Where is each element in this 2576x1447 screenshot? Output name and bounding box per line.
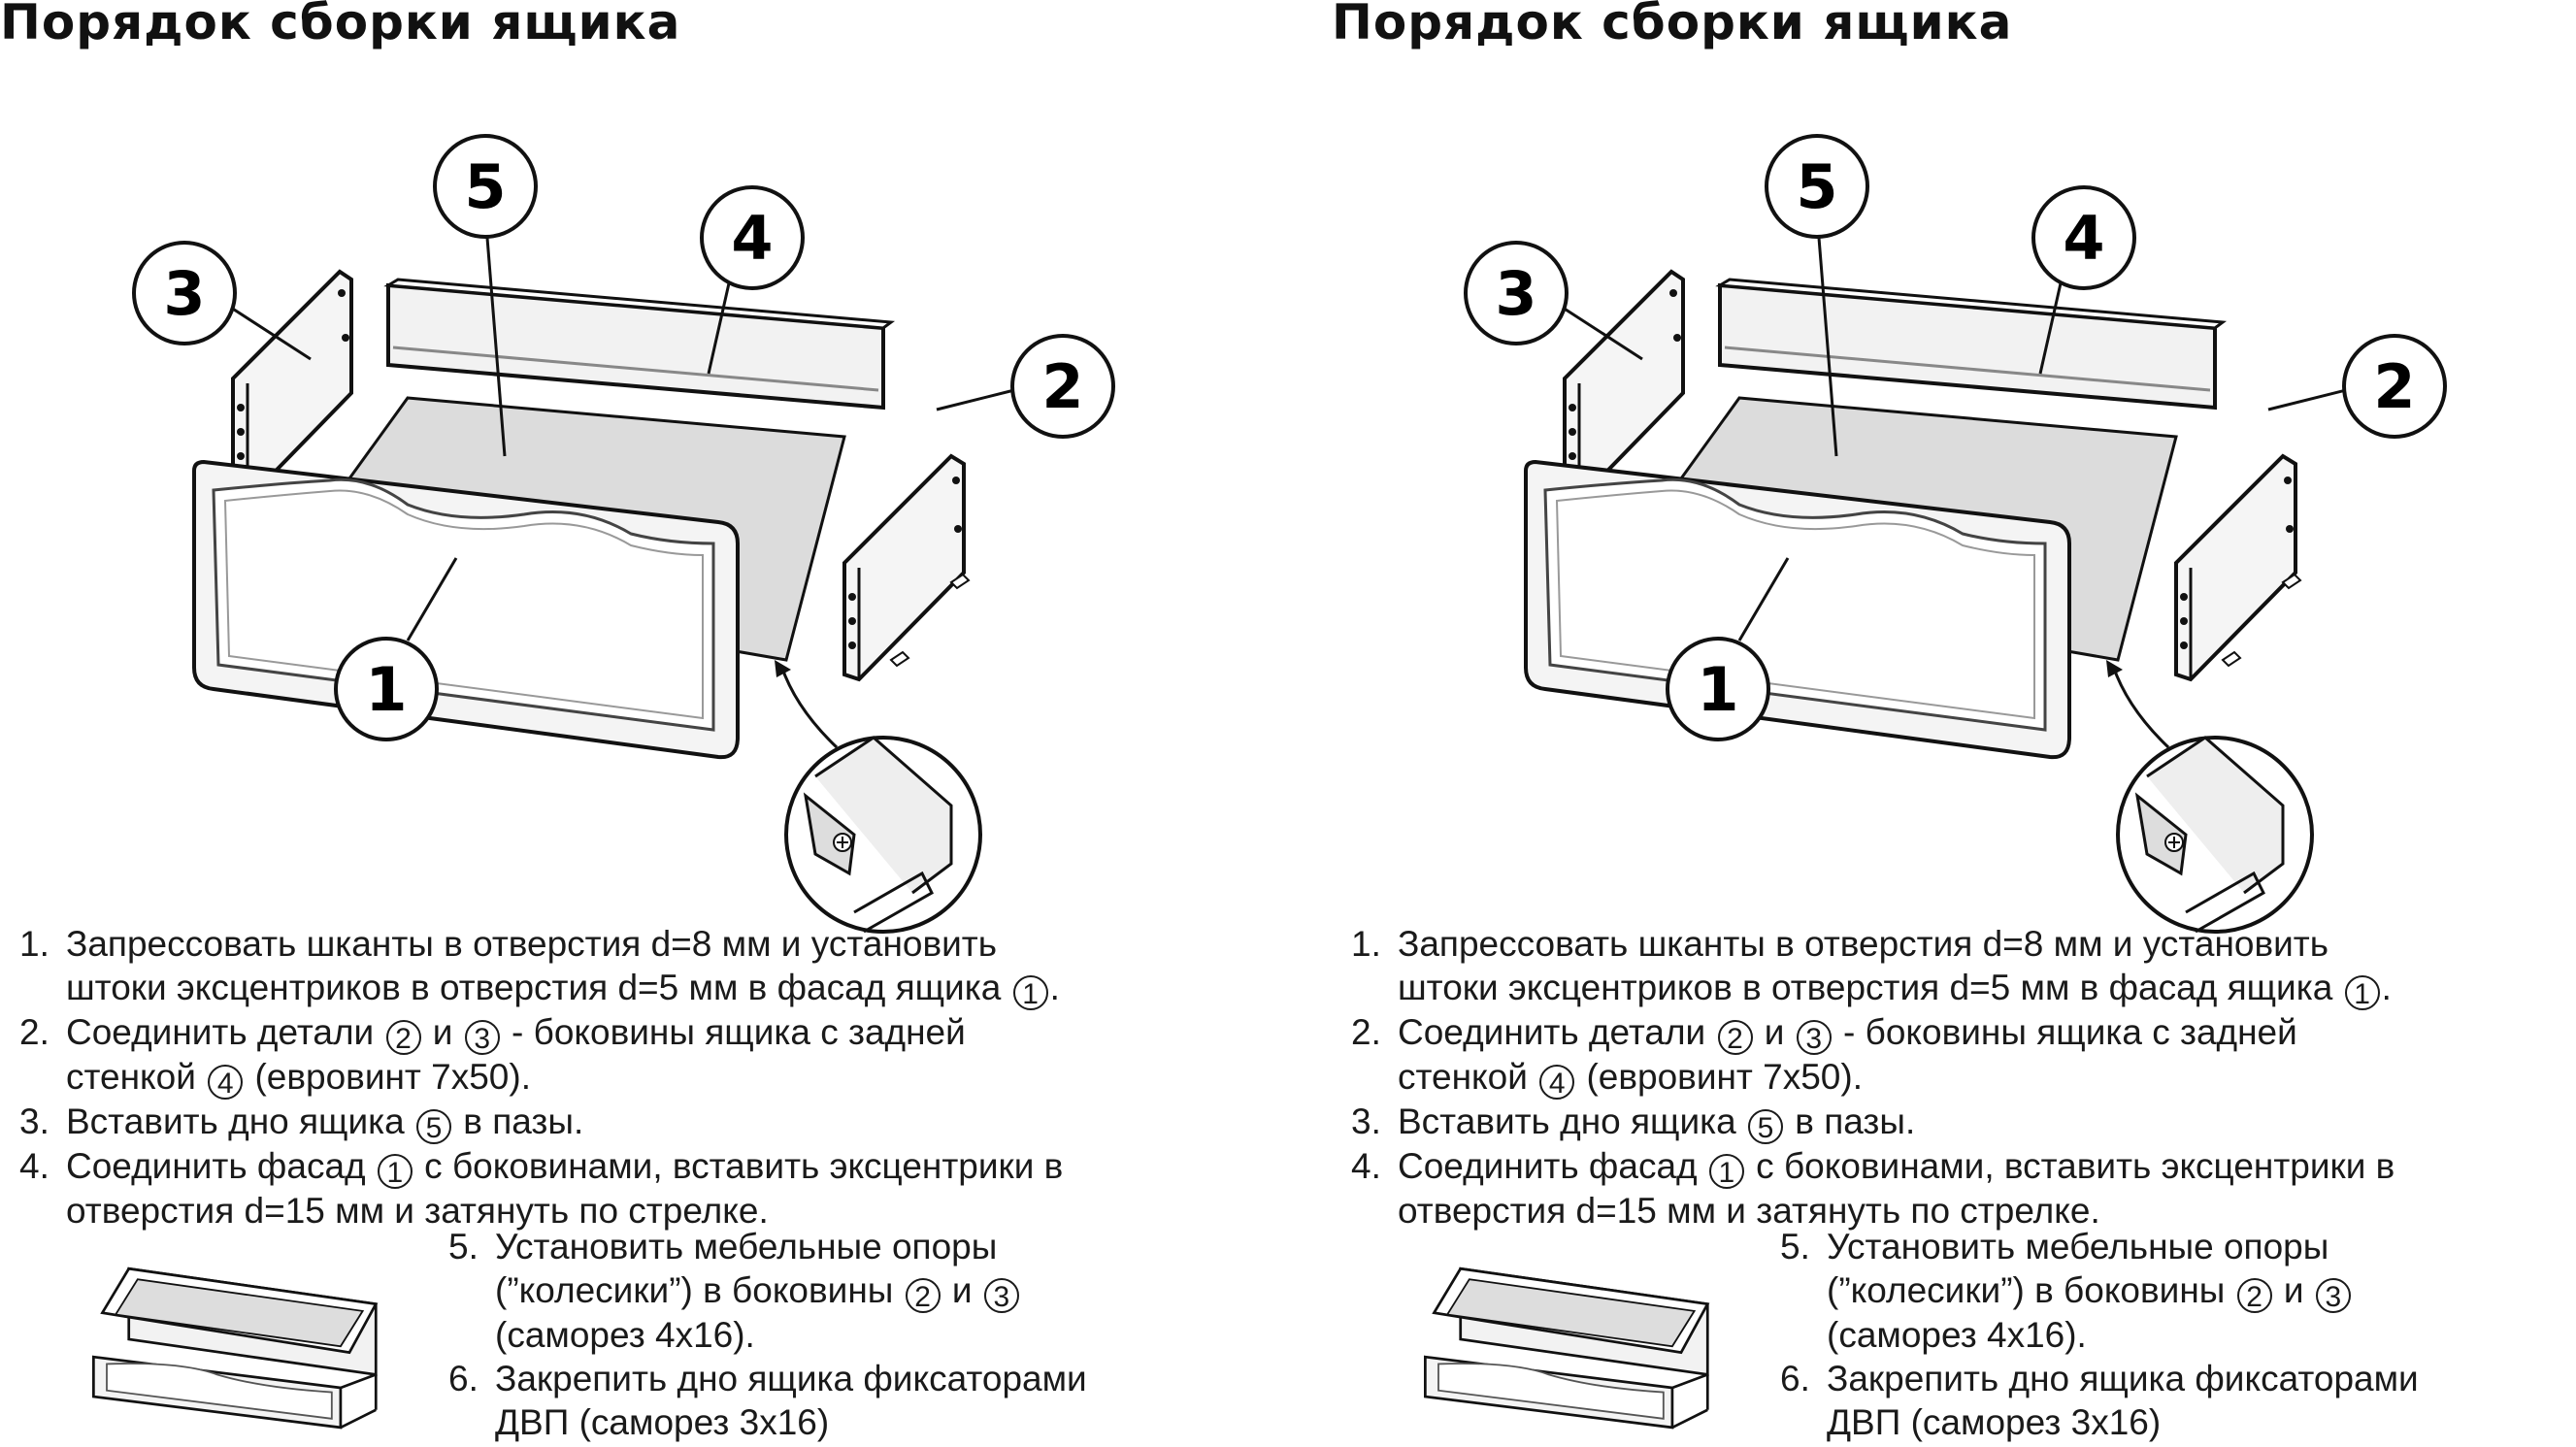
svg-text:1: 1 bbox=[1697, 654, 1738, 725]
part-ref-1: 1 bbox=[2344, 975, 2380, 1010]
assembled-drawer-illustration bbox=[91, 1266, 378, 1430]
part-ref-3: 3 bbox=[464, 1020, 500, 1055]
callout-4: 4 bbox=[700, 185, 805, 290]
panel-left: Порядок сборки ящика 1 2 3 4 5 1. Запрес… bbox=[0, 0, 1233, 1447]
drawer-assembly-diagram: 1 2 3 4 5 bbox=[1464, 134, 2447, 934]
step-2: 2. Соединить детали 2 и 3 - боковины ящи… bbox=[1351, 1012, 2297, 1100]
step-4: 4. Соединить фасад 1 с боковинами, встав… bbox=[19, 1146, 1064, 1231]
part-ref-1: 1 bbox=[1708, 1154, 1744, 1189]
svg-text:1: 1 bbox=[365, 654, 407, 725]
svg-text:4: 4 bbox=[731, 203, 773, 274]
svg-text:3: 3 bbox=[163, 258, 205, 329]
steps-list: 1. Запрессовать шканты в отверстия d=8 м… bbox=[19, 922, 1242, 1233]
part-ref-2: 2 bbox=[905, 1278, 941, 1313]
assembled-drawer-illustration bbox=[1424, 1266, 1709, 1430]
part-ref-1: 1 bbox=[377, 1154, 413, 1189]
callout-1: 1 bbox=[334, 637, 439, 741]
callout-5: 5 bbox=[433, 134, 538, 239]
step-4: 4. Соединить фасад 1 с боковинами, встав… bbox=[1351, 1146, 2395, 1231]
part-ref-3: 3 bbox=[983, 1278, 1019, 1313]
part-ref-3: 3 bbox=[2315, 1278, 2351, 1313]
step-3: 3. Вставить дно ящика 5 в пазы. bbox=[19, 1102, 584, 1144]
panel-right: Порядок сборки ящика 1 2 3 4 5 1. Запрес… bbox=[1332, 0, 2564, 1447]
step-1: 1. Запрессовать шканты в отверстия d=8 м… bbox=[1351, 924, 2392, 1010]
part-ref-2: 2 bbox=[385, 1020, 421, 1055]
svg-text:5: 5 bbox=[464, 151, 506, 222]
step-1: 1. Запрессовать шканты в отверстия d=8 м… bbox=[19, 924, 1060, 1010]
part-ref-3: 3 bbox=[1796, 1020, 1832, 1055]
callout-3: 3 bbox=[1464, 241, 1569, 345]
drawer-assembly-diagram: 1 2 3 4 5 bbox=[132, 134, 1115, 934]
svg-text:3: 3 bbox=[1495, 258, 1536, 329]
page-title: Порядок сборки ящика bbox=[1332, 0, 2013, 50]
callout-2: 2 bbox=[1010, 334, 1115, 439]
svg-text:2: 2 bbox=[2373, 351, 2415, 422]
step-5: 5. Установить мебельные опоры (”колесики… bbox=[1780, 1225, 2576, 1357]
step-6: 6. Закрепить дно ящика фиксаторами ДВП (… bbox=[1780, 1359, 2419, 1442]
step-2: 2. Соединить детали 2 и 3 - боковины ящи… bbox=[19, 1012, 966, 1100]
part-ref-1: 1 bbox=[1012, 975, 1048, 1010]
step-6: 6. Закрепить дно ящика фиксаторами ДВП (… bbox=[448, 1359, 1087, 1442]
part-ref-4: 4 bbox=[208, 1065, 244, 1100]
page-title: Порядок сборки ящика bbox=[0, 0, 681, 50]
part-ref-5: 5 bbox=[1748, 1109, 1783, 1144]
callout-2: 2 bbox=[2342, 334, 2447, 439]
steps-list-continued: 5. Установить мебельные опоры (”колесики… bbox=[1780, 1225, 2576, 1444]
callout-4: 4 bbox=[2031, 185, 2136, 290]
svg-text:2: 2 bbox=[1041, 351, 1083, 422]
steps-list-continued: 5. Установить мебельные опоры (”колесики… bbox=[448, 1225, 1244, 1444]
steps-list: 1. Запрессовать шканты в отверстия d=8 м… bbox=[1351, 922, 2574, 1233]
svg-text:5: 5 bbox=[1796, 151, 1837, 222]
part-ref-5: 5 bbox=[416, 1109, 451, 1144]
part-ref-2: 2 bbox=[1717, 1020, 1753, 1055]
callout-3: 3 bbox=[132, 241, 237, 345]
part-ref-4: 4 bbox=[1539, 1065, 1575, 1100]
part-ref-2: 2 bbox=[2236, 1278, 2272, 1313]
step-5: 5. Установить мебельные опоры (”колесики… bbox=[448, 1225, 1244, 1357]
svg-text:4: 4 bbox=[2063, 203, 2104, 274]
callout-1: 1 bbox=[1666, 637, 1770, 741]
step-3: 3. Вставить дно ящика 5 в пазы. bbox=[1351, 1102, 1916, 1144]
callout-5: 5 bbox=[1765, 134, 1869, 239]
